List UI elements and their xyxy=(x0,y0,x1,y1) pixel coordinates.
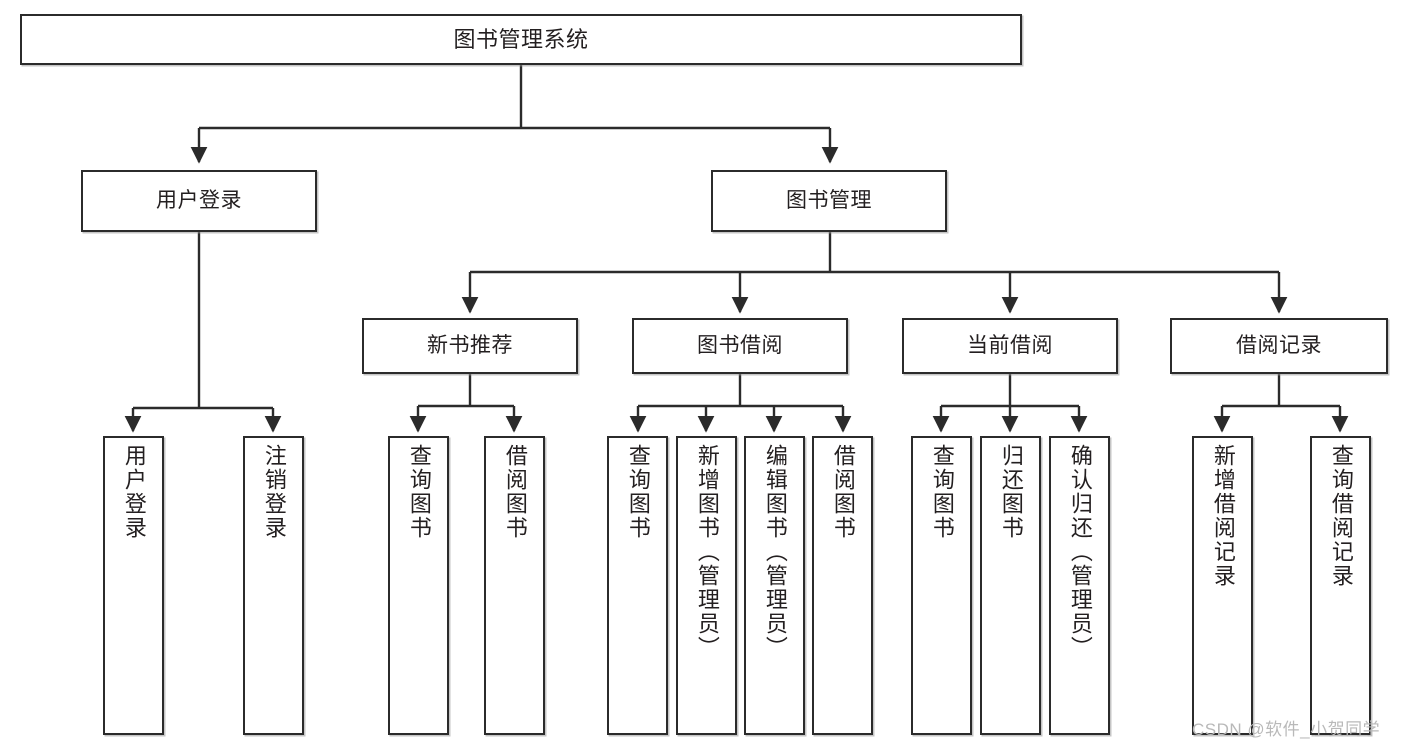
leaf-logout-label: 注销登录 xyxy=(261,444,287,540)
node-user-login-label: 用户登录 xyxy=(156,188,242,212)
node-current-borrow[interactable]: 当前借阅 xyxy=(902,318,1118,374)
csdn-watermark: CSDN @软件_小贺同学 xyxy=(1192,720,1381,739)
leaf-add-book-admin[interactable]: 新增图书（管理员） xyxy=(676,436,737,735)
node-book-management[interactable]: 图书管理 xyxy=(711,170,947,232)
leaf-query-books-borrow-label: 查询图书 xyxy=(625,444,651,540)
node-root-label: 图书管理系统 xyxy=(453,26,589,52)
leaf-query-books-recommend-label: 查询图书 xyxy=(406,444,432,540)
node-new-book-recommend-label: 新书推荐 xyxy=(427,333,513,357)
leaf-borrow-books-recommend[interactable]: 借阅图书 xyxy=(484,436,545,735)
leaf-add-book-admin-label: 新增图书（管理员） xyxy=(694,444,720,660)
leaf-borrow-books-recommend-label: 借阅图书 xyxy=(502,444,528,540)
node-borrow-records[interactable]: 借阅记录 xyxy=(1170,318,1388,374)
leaf-add-borrow-record-label: 新增借阅记录 xyxy=(1210,444,1236,588)
leaf-logout[interactable]: 注销登录 xyxy=(243,436,304,735)
leaf-edit-book-admin-label: 编辑图书（管理员） xyxy=(762,444,788,660)
leaf-query-books-borrow[interactable]: 查询图书 xyxy=(607,436,668,735)
leaf-user-login[interactable]: 用户登录 xyxy=(103,436,164,735)
leaf-query-books-current[interactable]: 查询图书 xyxy=(911,436,972,735)
leaf-user-login-label: 用户登录 xyxy=(121,444,147,540)
leaf-confirm-return-admin-label: 确认归还（管理员） xyxy=(1067,444,1093,660)
node-book-management-label: 图书管理 xyxy=(786,188,872,212)
leaf-query-borrow-record[interactable]: 查询借阅记录 xyxy=(1310,436,1371,735)
node-new-book-recommend[interactable]: 新书推荐 xyxy=(362,318,578,374)
leaf-edit-book-admin[interactable]: 编辑图书（管理员） xyxy=(744,436,805,735)
leaf-borrow-books-label: 借阅图书 xyxy=(830,444,856,540)
leaf-query-books-recommend[interactable]: 查询图书 xyxy=(388,436,449,735)
node-borrow-records-label: 借阅记录 xyxy=(1236,333,1322,357)
node-book-borrow-label: 图书借阅 xyxy=(697,333,783,357)
leaf-add-borrow-record[interactable]: 新增借阅记录 xyxy=(1192,436,1253,735)
leaf-query-borrow-record-label: 查询借阅记录 xyxy=(1328,444,1354,588)
node-user-login[interactable]: 用户登录 xyxy=(81,170,317,232)
leaf-confirm-return-admin[interactable]: 确认归还（管理员） xyxy=(1049,436,1110,735)
leaf-query-books-current-label: 查询图书 xyxy=(929,444,955,540)
node-book-borrow[interactable]: 图书借阅 xyxy=(632,318,848,374)
leaf-borrow-books[interactable]: 借阅图书 xyxy=(812,436,873,735)
leaf-return-books[interactable]: 归还图书 xyxy=(980,436,1041,735)
leaf-return-books-label: 归还图书 xyxy=(998,444,1024,540)
node-root[interactable]: 图书管理系统 xyxy=(20,14,1022,65)
node-current-borrow-label: 当前借阅 xyxy=(967,333,1053,357)
